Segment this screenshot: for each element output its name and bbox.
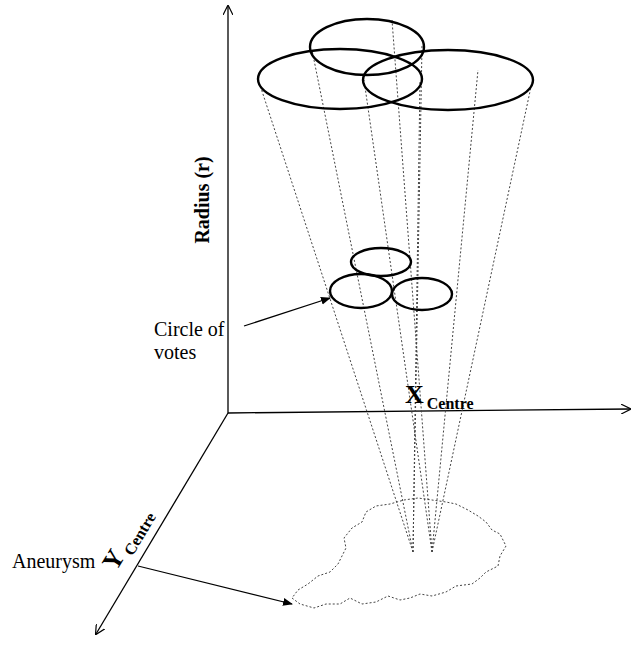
aneurysm-outline xyxy=(292,498,506,608)
axis-label: Radius (r) xyxy=(191,156,214,243)
vote-circles xyxy=(258,19,533,310)
axis-subscript: Centre xyxy=(427,395,474,413)
callout-label: Aneurysm xyxy=(12,550,95,573)
leader-arrows xyxy=(138,298,330,604)
axis-subscript: Centre xyxy=(120,510,160,560)
axis-label-group: XCentre xyxy=(405,380,474,413)
axis-label: X xyxy=(405,380,424,410)
cone-lines xyxy=(259,20,532,552)
axes xyxy=(96,6,630,634)
axis-label-group: YCentre xyxy=(96,502,160,578)
callout-label: Circle of votes xyxy=(154,318,242,364)
